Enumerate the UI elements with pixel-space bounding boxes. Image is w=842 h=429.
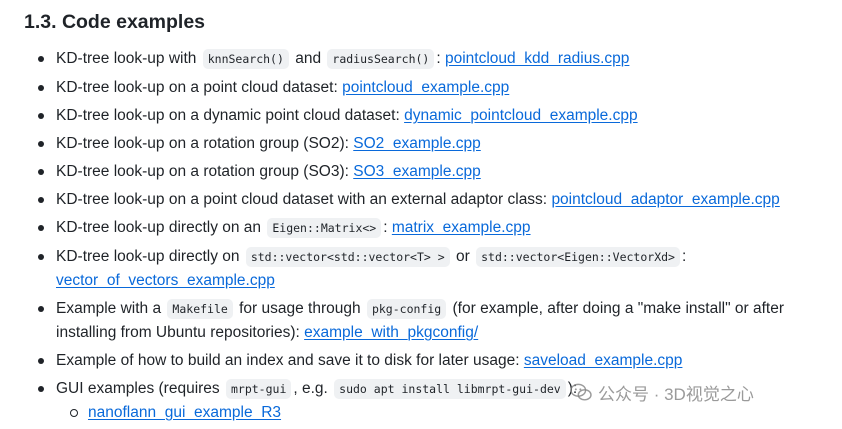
inline-code: Eigen::Matrix<> bbox=[267, 218, 382, 238]
list-item: KD-tree look-up directly on std::vector<… bbox=[38, 245, 824, 292]
example-link[interactable]: dynamic_pointcloud_example.cpp bbox=[404, 107, 638, 124]
list-item: KD-tree look-up on a rotation group (SO2… bbox=[38, 132, 824, 155]
sub-list: nanoflann_gui_example_R3 bbox=[56, 401, 824, 424]
list-item: KD-tree look-up on a rotation group (SO3… bbox=[38, 160, 824, 183]
inline-code: std::vector<std::vector<T> > bbox=[245, 247, 450, 267]
document-section: 1.3. Code examples KD-tree look-up with … bbox=[24, 9, 824, 429]
list-item: GUI examples (requires mrpt-gui, e.g. su… bbox=[38, 377, 824, 424]
wechat-icon bbox=[570, 383, 592, 401]
list-item: KD-tree look-up with knnSearch() and rad… bbox=[38, 47, 824, 71]
example-link[interactable]: SO3_example.cpp bbox=[353, 163, 481, 180]
example-link[interactable]: nanoflann_gui_example_R3 bbox=[88, 404, 282, 421]
example-link[interactable]: pointcloud_adaptor_example.cpp bbox=[551, 191, 780, 208]
inline-code: Makefile bbox=[167, 299, 233, 319]
list-item: KD-tree look-up directly on an Eigen::Ma… bbox=[38, 216, 824, 240]
example-link[interactable]: matrix_example.cpp bbox=[391, 219, 531, 236]
example-link[interactable]: pointcloud_example.cpp bbox=[342, 79, 510, 96]
watermark: 公众号 · 3D视觉之心 bbox=[570, 380, 754, 405]
watermark-text: 公众号 · 3D视觉之心 bbox=[598, 385, 754, 404]
examples-list: KD-tree look-up with knnSearch() and rad… bbox=[24, 47, 824, 424]
example-link[interactable]: vector_of_vectors_example.cpp bbox=[56, 272, 275, 289]
list-item: Example of how to build an index and sav… bbox=[38, 349, 824, 372]
example-link[interactable]: SO2_example.cpp bbox=[353, 135, 481, 152]
inline-code: sudo apt install libmrpt-gui-dev bbox=[334, 379, 566, 399]
example-link[interactable]: example_with_pkgconfig/ bbox=[304, 324, 479, 341]
sub-list-item: nanoflann_gui_example_R3 bbox=[70, 401, 824, 424]
inline-code: pkg-config bbox=[366, 299, 447, 319]
section-heading: 1.3. Code examples bbox=[24, 11, 206, 33]
inline-code: mrpt-gui bbox=[225, 379, 292, 399]
inline-code: std::vector<Eigen::VectorXd> bbox=[476, 247, 680, 267]
list-item: Example with a Makefile for usage throug… bbox=[38, 297, 824, 344]
list-item: KD-tree look-up on a point cloud dataset… bbox=[38, 76, 824, 99]
list-item: KD-tree look-up on a dynamic point cloud… bbox=[38, 104, 824, 127]
example-link[interactable]: pointcloud_kdd_radius.cpp bbox=[444, 50, 630, 67]
example-link[interactable]: saveload_example.cpp bbox=[523, 352, 683, 369]
inline-code: radiusSearch() bbox=[327, 49, 435, 69]
inline-code: knnSearch() bbox=[202, 49, 289, 69]
list-item: KD-tree look-up on a point cloud dataset… bbox=[38, 188, 824, 211]
